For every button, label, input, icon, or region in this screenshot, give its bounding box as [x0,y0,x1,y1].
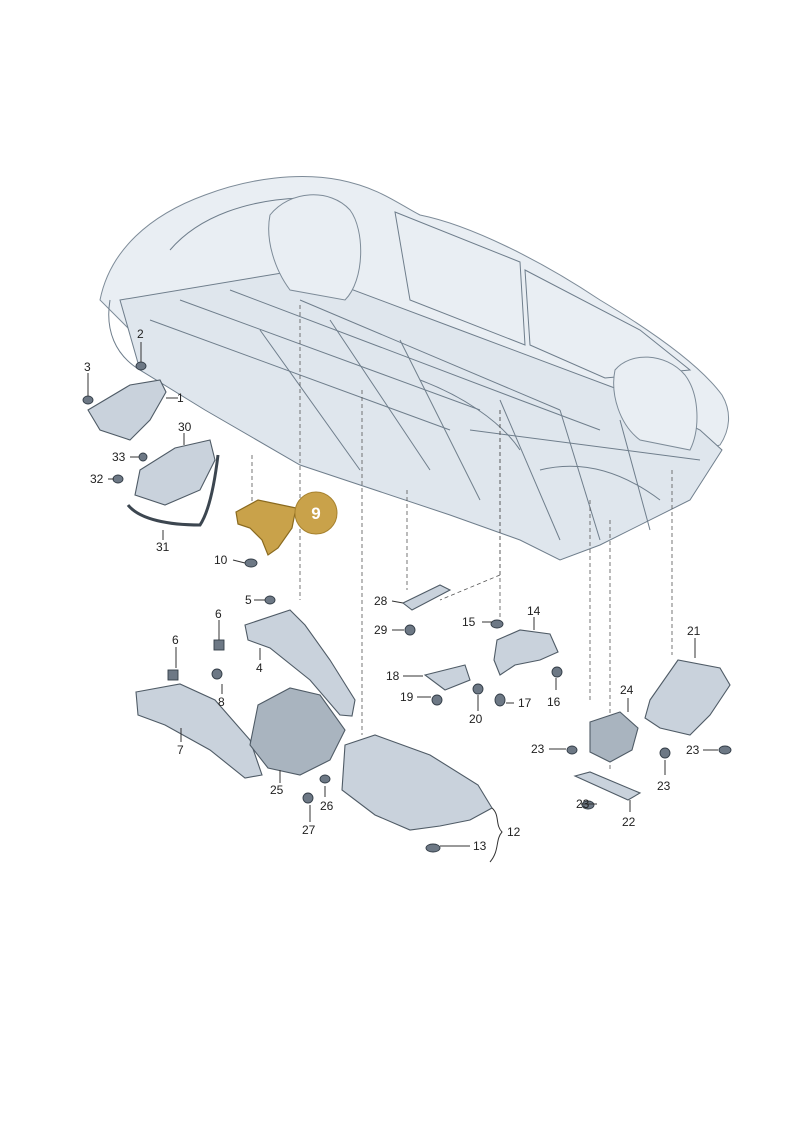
callout-23-a: 23 [531,742,545,756]
clip-23-c [718,745,732,755]
callout-10: 10 [214,553,228,567]
callout-29: 29 [374,623,388,637]
nut-10 [244,558,258,568]
callout-leaders [87,342,718,863]
clip-20 [472,683,484,695]
location-leaders [251,305,673,770]
callout-12: 12 [507,825,521,839]
callout-20: 20 [469,712,483,726]
callout-7: 7 [177,743,184,757]
clip-6-upper [213,639,225,651]
badge-circle [294,491,338,535]
callout-26: 26 [320,799,334,813]
part-7-shield [135,683,263,779]
clip-23-b [659,747,671,759]
bolt-8 [211,668,223,680]
clip-16 [551,666,563,678]
callout-16: 16 [547,695,561,709]
clip-23-d [581,800,595,810]
callout-1: 1 [177,391,184,405]
highlight-badge: 9 [294,491,338,535]
callout-2: 2 [137,327,144,341]
clip-2 [135,361,147,371]
callout-18: 18 [386,669,400,683]
callout-6-upper: 6 [215,607,222,621]
clip-23-a [566,745,578,755]
callout-6-lower: 6 [172,633,179,647]
part-18-plate [423,664,471,691]
callout-22: 22 [622,815,636,829]
callout-23-b: 23 [657,779,671,793]
clip-3 [82,395,94,405]
callout-33: 33 [112,450,126,464]
callout-5: 5 [245,593,252,607]
callout-15: 15 [462,615,476,629]
part-12-tunnel-shield [341,734,493,831]
part-22-strip [573,771,642,801]
clip-27 [302,792,314,804]
part-30-shield [134,439,216,506]
clip-6-lower [167,669,179,681]
callout-17: 17 [518,696,532,710]
part-21-shield [644,659,731,736]
callout-30: 30 [178,420,192,434]
part-1-bracket [87,379,167,441]
part-24-shield [589,711,639,763]
callout-13: 13 [473,839,487,853]
callout-labels: 1 2 3 30 33 32 31 10 5 6 4 6 8 7 25 26 2… [84,327,701,853]
callout-24: 24 [620,683,634,697]
clip-5 [264,595,276,605]
badge-label: 9 [311,504,320,523]
callout-3: 3 [84,360,91,374]
callout-27: 27 [302,823,316,837]
nut-13 [425,843,441,853]
part-9-bracket [235,499,297,556]
callout-14: 14 [527,604,541,618]
callout-28: 28 [374,594,388,608]
part-25-shield [249,687,346,776]
callout-32: 32 [90,472,104,486]
callout-23-c: 23 [686,743,700,757]
callout-4: 4 [256,661,263,675]
callout-31: 31 [156,540,170,554]
callout-21: 21 [687,624,701,638]
part-4-shield [244,609,356,717]
clip-26 [319,774,331,784]
clip-15 [490,619,504,629]
bolt-17 [494,693,506,707]
bolt-19 [431,694,443,706]
callout-25: 25 [270,783,284,797]
parts [82,361,732,853]
part-28-strip [401,584,452,611]
callout-19: 19 [400,690,414,704]
clip-33 [138,452,148,462]
part-14-bracket [493,629,559,676]
callout-23-d: 23 [576,797,590,811]
clip-32 [112,474,124,484]
callout-8: 8 [218,695,225,709]
part-31-seal [126,454,220,527]
car-body [99,176,729,561]
bolt-29 [404,624,416,636]
